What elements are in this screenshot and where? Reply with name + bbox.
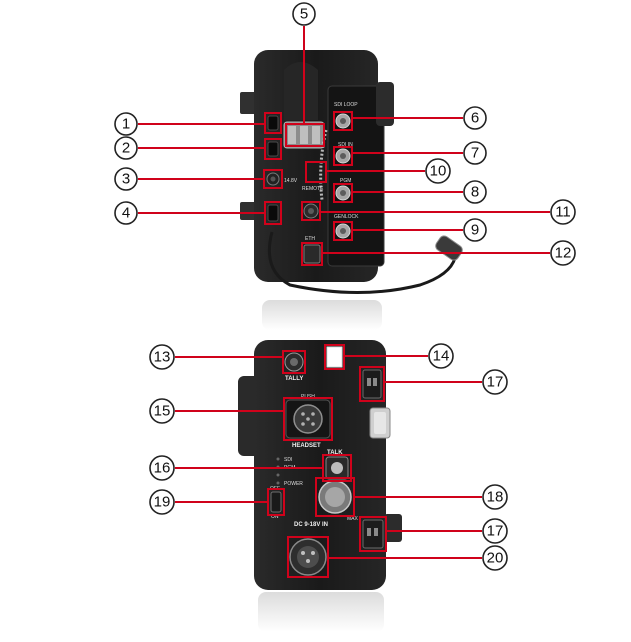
- callout-17-bottom-number: 17: [487, 523, 504, 540]
- genlock-label: GENLOCK: [334, 214, 359, 220]
- callout-20: 20: [482, 545, 508, 571]
- cable-plug: [435, 235, 463, 261]
- callout-1: 1: [114, 112, 138, 136]
- callout-17-top: 17: [482, 369, 508, 395]
- highlight-15: [283, 397, 333, 441]
- sdi-loop-label: SDI LOOP: [334, 102, 358, 108]
- top-device: 14.8V REMOTE ETH SDI LOOP SDI IN PGM GEN…: [240, 50, 463, 330]
- bottom-device-right-bumper: [384, 514, 402, 542]
- callout-8-number: 8: [471, 184, 479, 201]
- callout-19: 19: [149, 489, 175, 515]
- pgm-label: PGM: [340, 178, 351, 184]
- highlight-6: [333, 111, 353, 131]
- callout-16: 16: [149, 455, 175, 481]
- callout-20-number: 20: [487, 550, 504, 567]
- on-label: ON: [271, 514, 279, 520]
- talk-label: TALK: [327, 450, 343, 456]
- callout-15: 15: [149, 398, 175, 424]
- callout-13-number: 13: [154, 349, 171, 366]
- tally-label: TALLY: [285, 376, 303, 382]
- callout-14-number: 14: [433, 348, 450, 365]
- leader-lines: [138, 26, 550, 559]
- callout-5: 5: [292, 2, 316, 26]
- top-device-reflection: [262, 300, 382, 330]
- callout-15-number: 15: [154, 403, 171, 420]
- callout-11-number: 11: [555, 204, 571, 221]
- sdi-in-label: SDI IN: [338, 142, 353, 148]
- highlight-7: [333, 146, 353, 166]
- callout-17-top-number: 17: [487, 374, 504, 391]
- top-device-handle: [284, 62, 318, 120]
- top-device-right-bumper: [376, 82, 394, 126]
- callout-18: 18: [482, 484, 508, 510]
- callout-8: 8: [463, 180, 487, 204]
- usb-port-4: [267, 204, 279, 222]
- callout-2-number: 2: [122, 140, 130, 157]
- top-device-side-clamp-lower: [240, 202, 256, 220]
- callout-3: 3: [114, 167, 138, 191]
- callout-16-number: 16: [154, 460, 171, 477]
- max-label: MAX: [347, 516, 359, 522]
- callout-9: 9: [463, 218, 487, 242]
- callout-13: 13: [149, 344, 175, 370]
- usb-port-1: [267, 115, 279, 131]
- headset-label: HEADSET: [292, 443, 321, 449]
- callout-3-number: 3: [122, 171, 130, 188]
- volt-label: 14.8V: [284, 178, 298, 184]
- callout-10-number: 10: [430, 163, 447, 180]
- eth-port: [303, 244, 321, 264]
- callout-12-number: 12: [555, 245, 572, 262]
- sdi-led-label: SDI: [284, 457, 292, 463]
- callout-10: 10: [425, 158, 451, 184]
- top-device-side-clamp: [240, 92, 258, 114]
- bottom-device-reflection: [258, 592, 384, 632]
- dtap-bottom: [362, 519, 384, 549]
- callout-18-number: 18: [487, 489, 504, 506]
- highlight-17b: [359, 516, 387, 552]
- callout-9-number: 9: [471, 222, 479, 239]
- callout-11: 11: [550, 199, 576, 225]
- callout-17-bottom: 17: [482, 518, 508, 544]
- callout-1-number: 1: [122, 116, 130, 133]
- callout-14: 14: [428, 343, 454, 369]
- callout-7-number: 7: [471, 145, 479, 162]
- callout-6: 6: [463, 106, 487, 130]
- dtap-top: [362, 369, 382, 399]
- callout-2: 2: [114, 136, 138, 160]
- remote-label: REMOTE: [302, 186, 324, 192]
- power-switch: [270, 491, 282, 513]
- status-window: [326, 346, 343, 368]
- highlight-13: [282, 350, 306, 374]
- callout-7: 7: [463, 141, 487, 165]
- callout-4: 4: [114, 201, 138, 225]
- top-device-cable: [267, 231, 457, 294]
- callout-5-number: 5: [300, 6, 308, 23]
- power-led-label: POWER: [284, 481, 303, 487]
- callout-12: 12: [550, 240, 576, 266]
- callout-6-number: 6: [471, 110, 479, 127]
- highlight-boxes: [263, 111, 387, 578]
- usb-port-2: [267, 141, 279, 157]
- callout-4-number: 4: [122, 205, 130, 222]
- callout-19-number: 19: [154, 494, 171, 511]
- dc-in-label: DC 9-18V IN: [294, 522, 328, 528]
- eth-label: ETH: [305, 236, 315, 242]
- highlight-17a: [359, 366, 385, 402]
- bottom-device: TALLY PUSH HEADSET SDI PGM POWER TALK MA…: [238, 340, 402, 632]
